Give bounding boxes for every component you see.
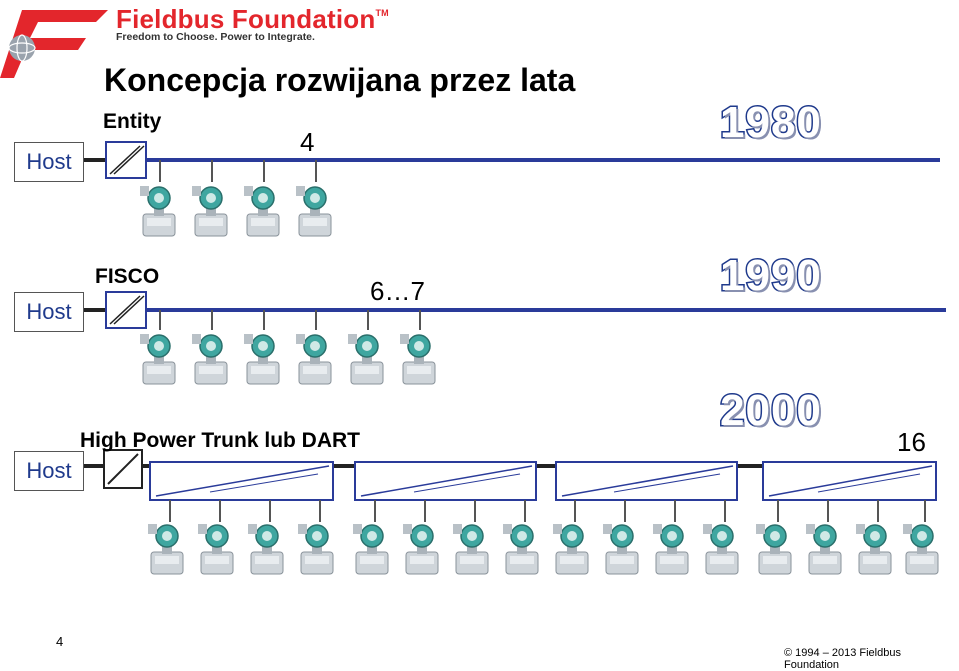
- field-device-icon: [805, 523, 842, 575]
- field-device-icon: [197, 523, 234, 575]
- field-device-icon: [402, 523, 439, 575]
- spur-4: [297, 500, 334, 575]
- spur-1: [147, 500, 184, 575]
- spur-15: [855, 500, 892, 575]
- barrier-icon: [105, 141, 147, 179]
- spur-4: [295, 160, 332, 237]
- device-count: 6…7: [370, 276, 425, 306]
- field-device-icon: [702, 523, 739, 575]
- spur-6: [402, 500, 439, 575]
- fieldbus-logo-icon: [0, 10, 108, 78]
- bus-row-2000: [82, 449, 939, 575]
- spur-1: [139, 160, 176, 237]
- year-label: 2000: [719, 385, 823, 437]
- segment-coupler-icon: [762, 461, 937, 501]
- field-device-icon: [295, 333, 332, 385]
- spur-6: [399, 310, 436, 385]
- row-label: High Power Trunk lub DART: [80, 429, 361, 452]
- field-device-icon: [902, 523, 939, 575]
- spur-9: [552, 500, 589, 575]
- page-number: 4: [56, 634, 64, 649]
- spur-3: [243, 160, 280, 237]
- spur-3: [243, 310, 280, 385]
- field-device-icon: [502, 523, 539, 575]
- field-device-icon: [602, 523, 639, 575]
- field-device-icon: [139, 185, 176, 237]
- spur-3: [247, 500, 284, 575]
- field-device-icon: [652, 523, 689, 575]
- brand-name: Fieldbus FoundationTM: [116, 4, 389, 34]
- barrier-icon: [105, 291, 147, 329]
- field-device-icon: [347, 333, 384, 385]
- spur-4: [295, 310, 332, 385]
- field-device-icon: [399, 333, 436, 385]
- field-device-icon: [191, 185, 228, 237]
- field-device-icon: [452, 523, 489, 575]
- year-label: 1980: [719, 97, 823, 149]
- field-device-icon: [243, 185, 280, 237]
- field-device-icon: [139, 333, 176, 385]
- spur-11: [652, 500, 689, 575]
- host-box: Host: [14, 292, 84, 332]
- spur-5: [352, 500, 389, 575]
- device-count: 16: [897, 427, 926, 457]
- spur-12: [702, 500, 739, 575]
- device-count: 4: [300, 127, 315, 157]
- spur-1: [139, 310, 176, 385]
- spur-2: [197, 500, 234, 575]
- field-device-icon: [147, 523, 184, 575]
- segment-coupler-icon: [555, 461, 738, 501]
- spur-2: [191, 310, 228, 385]
- spur-7: [452, 500, 489, 575]
- bus-row-1990: [82, 291, 946, 385]
- row-label: Entity: [103, 110, 162, 133]
- field-device-icon: [243, 333, 280, 385]
- row-label: FISCO: [95, 265, 160, 288]
- field-device-icon: [295, 185, 332, 237]
- field-device-icon: [755, 523, 792, 575]
- brand-tagline: Freedom to Choose. Power to Integrate.: [116, 31, 315, 43]
- field-device-icon: [552, 523, 589, 575]
- field-device-icon: [191, 333, 228, 385]
- field-device-icon: [352, 523, 389, 575]
- segment-coupler-icon: [149, 461, 334, 501]
- spur-10: [602, 500, 639, 575]
- spur-5: [347, 310, 384, 385]
- slide-title: Koncepcja rozwijana przez lata: [104, 62, 576, 98]
- segment-coupler-icon: [354, 461, 537, 501]
- spur-2: [191, 160, 228, 237]
- spur-16: [902, 500, 939, 575]
- field-device-icon: [247, 523, 284, 575]
- host-box: Host: [14, 142, 84, 182]
- field-device-icon: [297, 523, 334, 575]
- power-conditioner-icon: [103, 449, 143, 489]
- spur-8: [502, 500, 539, 575]
- spur-14: [805, 500, 842, 575]
- year-label: 1990: [719, 250, 823, 302]
- spur-13: [755, 500, 792, 575]
- host-box: Host: [14, 451, 84, 491]
- bus-row-1980: [82, 141, 940, 237]
- field-device-icon: [855, 523, 892, 575]
- copyright: © 1994 – 2013 Fieldbus Foundation: [784, 647, 901, 671]
